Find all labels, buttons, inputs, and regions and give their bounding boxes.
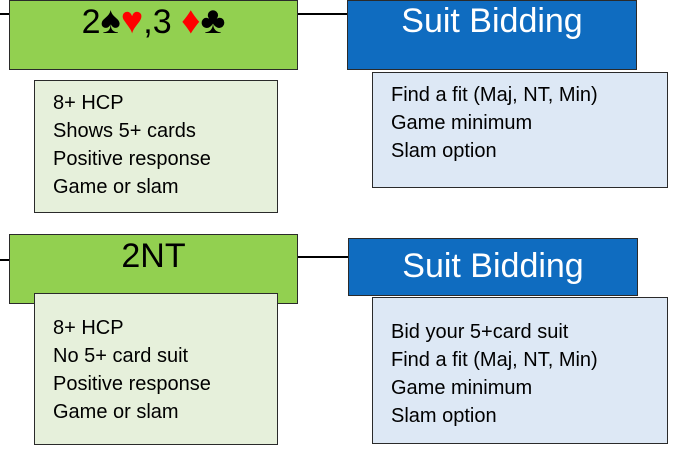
bid-level: 2 [81,3,101,41]
diamond-icon: ♦ [181,0,201,42]
next-step-details-box: Bid your 5+card suit Find a fit (Maj, NT… [372,297,668,444]
spade-icon: ♠ [100,0,121,42]
detail-line: Find a fit (Maj, NT, Min) [391,84,598,106]
connector-line [0,13,10,15]
detail-line: Positive response [53,373,211,395]
detail-line: Game or slam [53,401,179,423]
detail-line: Slam option [391,140,497,162]
bid-header-suits: 2♠♥,3 ♦♣ [9,0,298,70]
detail-line: Game minimum [391,377,533,399]
bid-details-box: 8+ HCP Shows 5+ cards Positive response … [34,80,278,213]
detail-line: Slam option [391,405,497,427]
heart-icon: ♥ [120,0,144,42]
connector-line [298,13,347,15]
club-icon: ♣ [200,0,226,42]
detail-line: No 5+ card suit [53,345,189,367]
detail-line: Shows 5+ cards [53,120,196,142]
bid-separator: , [143,3,153,41]
detail-line: Find a fit (Maj, NT, Min) [391,349,598,371]
detail-line: 8+ HCP [53,92,124,114]
next-step-header: Suit Bidding [348,238,638,296]
bid-label: 2♠♥,3 ♦♣ [81,2,226,41]
detail-line: Game or slam [53,176,179,198]
next-step-header: Suit Bidding [347,0,637,70]
connector-line [0,259,10,261]
detail-line: Positive response [53,148,211,170]
bid-label: 2NT [121,237,186,275]
next-step-details-box: Find a fit (Maj, NT, Min) Game minimum S… [372,72,668,188]
connector-line [298,256,348,258]
detail-line: Bid your 5+card suit [391,321,569,343]
detail-line: Game minimum [391,112,533,134]
bid-level: 3 [152,3,182,41]
bid-details-box: 8+ HCP No 5+ card suit Positive response… [34,293,278,445]
next-step-title: Suit Bidding [401,2,583,40]
next-step-title: Suit Bidding [402,247,584,285]
detail-line: 8+ HCP [53,317,124,339]
